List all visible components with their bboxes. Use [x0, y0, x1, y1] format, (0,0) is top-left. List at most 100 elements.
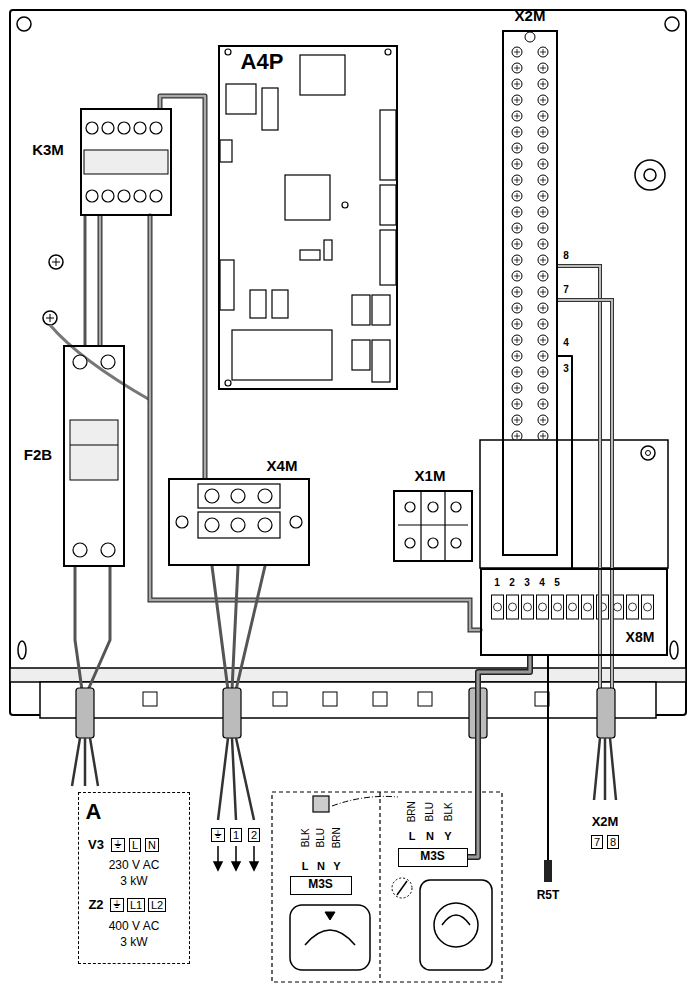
box-label: M3S	[420, 850, 445, 864]
wire	[558, 300, 612, 690]
actuator-right	[420, 880, 492, 970]
terminal-screws	[86, 122, 162, 202]
wire-connector	[160, 96, 205, 478]
clip	[323, 692, 337, 706]
terminal-number: 2	[509, 577, 515, 589]
terminal-cells	[490, 594, 655, 620]
screw	[52, 258, 60, 266]
sensor-wire	[547, 656, 549, 860]
plate-hole	[641, 446, 655, 460]
actuator-knob	[434, 903, 478, 947]
pin-name: N	[317, 860, 325, 873]
wire	[84, 216, 87, 345]
pin-name: 1	[230, 828, 242, 843]
earth-symbol: ⏚	[111, 838, 125, 853]
k3m-contactor	[84, 122, 168, 202]
cable-rail	[10, 668, 686, 718]
wire-connector	[100, 216, 101, 345]
panel	[10, 10, 686, 715]
part-name: A	[86, 799, 102, 824]
power-rating: 3 kW	[120, 875, 147, 889]
part-name: X1M	[415, 467, 446, 484]
pin-name: Y	[444, 830, 451, 843]
wire-connector	[468, 656, 530, 857]
pin-name: L	[409, 830, 416, 843]
option-arc	[332, 796, 398, 806]
part-name: K3M	[32, 141, 64, 158]
terminal-number: 7	[563, 284, 569, 296]
cable-sheath	[313, 796, 329, 812]
option-icon	[397, 881, 407, 895]
clip	[418, 692, 432, 706]
pin-name: L	[302, 860, 309, 873]
earth-screw	[46, 314, 54, 322]
actuator-left	[290, 905, 370, 970]
wires	[75, 216, 612, 860]
wire	[75, 567, 110, 690]
cable-glands	[76, 688, 615, 738]
terminal-block: X8M	[480, 568, 668, 656]
a4p-board	[220, 49, 396, 386]
clip	[143, 692, 157, 706]
wire-color: BLK	[442, 803, 454, 822]
part-name: X2M	[592, 815, 619, 830]
wire-path	[468, 656, 530, 857]
contactor: K3M	[80, 108, 172, 216]
wire	[558, 266, 600, 690]
supply-rating: 400 V AC	[109, 920, 160, 934]
cable	[150, 216, 480, 630]
sensor-probe	[544, 860, 552, 882]
pin-name: N	[426, 830, 434, 843]
wire	[558, 266, 600, 690]
part-name: X2M	[515, 7, 546, 24]
control-board: A4P	[218, 45, 398, 390]
panel-outline	[10, 10, 686, 715]
rail	[40, 682, 656, 718]
wire-color: BLK	[299, 829, 311, 848]
clip	[535, 692, 549, 706]
mount-hole	[665, 17, 679, 31]
model-code: V3	[88, 838, 104, 853]
terminal-number: 5	[554, 577, 560, 589]
actuator-box: M3S	[290, 876, 352, 895]
wire	[558, 300, 612, 690]
rail	[10, 668, 686, 682]
terminal-number: 1	[494, 577, 500, 589]
pin-name: Y	[333, 860, 340, 873]
option-divider	[379, 792, 380, 982]
earth-symbol: ⏚	[211, 828, 225, 843]
wire-path	[558, 356, 572, 568]
actuator-box: M3S	[398, 848, 468, 867]
screw	[49, 255, 63, 269]
sensor-name: R5T	[537, 889, 560, 903]
terminal-screws	[73, 355, 115, 557]
part-name: A4P	[241, 49, 284, 74]
pin-name: 2	[248, 828, 260, 843]
wire-ends	[72, 738, 616, 820]
wire-color: BLU	[315, 828, 327, 847]
wire-color: BRN	[406, 801, 418, 822]
part-name: X8M	[626, 629, 655, 645]
wire-connector	[558, 356, 572, 568]
cable	[150, 216, 480, 630]
clip	[273, 692, 287, 706]
terminal-number: 3	[563, 363, 569, 375]
pin-name: L2	[148, 898, 166, 913]
plate-hole	[646, 451, 651, 456]
option-icon	[392, 878, 412, 898]
terminal-number: 8	[607, 835, 619, 850]
box-label: M3S	[308, 878, 333, 892]
actuator-dial	[442, 915, 470, 925]
grommet	[635, 160, 665, 190]
part-name: X4M	[267, 457, 298, 474]
supply-rating: 230 V AC	[109, 859, 160, 873]
contactor-band	[84, 150, 168, 174]
actuator-group	[272, 792, 502, 982]
grommet	[644, 169, 656, 181]
earth-screw	[43, 311, 57, 325]
x8m-plate	[480, 440, 668, 620]
power-rating: 3 kW	[120, 936, 147, 950]
f2b-breaker	[70, 355, 118, 557]
wire-path	[160, 96, 205, 478]
